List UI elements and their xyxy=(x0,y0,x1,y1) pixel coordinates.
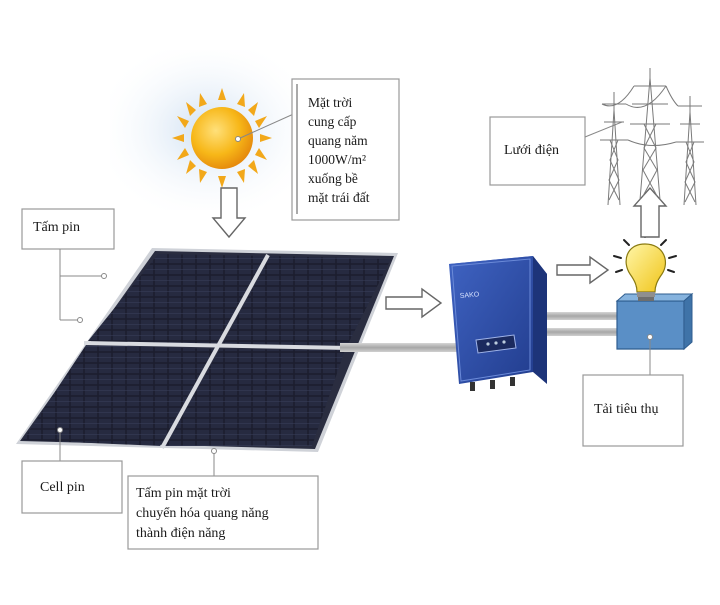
inverter-brand: SAKO xyxy=(460,291,481,300)
panel-desc-line: Tấm pin mặt trời xyxy=(136,486,231,501)
to-grid-arrow-icon xyxy=(632,186,668,238)
load-label: Tải tiêu thụ xyxy=(594,402,659,417)
sun-label-line: cung cấp xyxy=(308,114,357,129)
grid-label: Lưới điện xyxy=(504,143,560,158)
sun-label-line: mặt trái đất xyxy=(308,190,370,205)
sun-label-box xyxy=(291,78,400,221)
sun-label-line: quang năm xyxy=(308,133,368,148)
grid-pointer-line xyxy=(584,121,623,138)
panel-desc-line: thành điện năng xyxy=(136,526,226,541)
sun-label: Mặt trời cung cấp quang năm 1000W/m² xuố… xyxy=(308,93,369,207)
panel-pointer-bracket xyxy=(59,249,104,321)
panel-label: Tấm pin xyxy=(33,220,81,235)
panel-desc-box xyxy=(127,475,319,550)
cell-label: Cell pin xyxy=(40,480,85,495)
grid-label-box xyxy=(489,116,586,186)
load-box xyxy=(615,292,694,351)
load-label-box xyxy=(582,374,684,447)
sun-icon xyxy=(172,88,272,188)
sun-label-line: 1000W/m² xyxy=(308,152,367,167)
panel-label-box xyxy=(21,208,115,250)
inverter xyxy=(449,256,547,391)
inverter-to-load-cable xyxy=(547,312,617,320)
panel-desc-line: chuyển hóa quang năng xyxy=(136,506,269,521)
solar-panel xyxy=(16,248,398,452)
sun-label-line: xuống bề xyxy=(308,171,358,186)
to-inverter-arrow-icon xyxy=(385,287,443,319)
sun-pointer-line xyxy=(237,111,299,140)
light-bulb-icon xyxy=(613,228,677,301)
panel-desc-label: Tấm pin mặt trời chuyển hóa quang năng t… xyxy=(136,484,269,544)
to-load-arrow-icon xyxy=(556,255,610,285)
sun-down-arrow-icon xyxy=(211,187,247,239)
transmission-tower-icon xyxy=(600,68,704,206)
panel-to-inverter-cable xyxy=(340,343,458,352)
cell-label-box xyxy=(21,460,123,514)
sun-label-line: Mặt trời xyxy=(308,95,353,110)
inverter-to-load-cable-2 xyxy=(547,328,617,336)
